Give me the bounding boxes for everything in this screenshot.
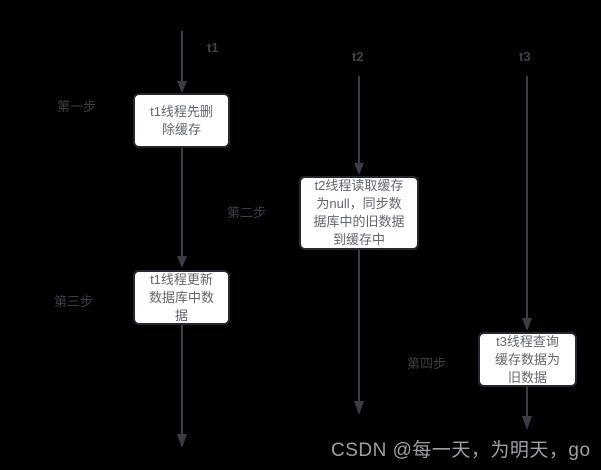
t2-arrowhead-1-icon — [354, 163, 364, 175]
flow-box-t2-read-cache-null: t2线程读取缓存 为null，同步数 据库中的旧数据 到缓存中 — [299, 176, 419, 250]
csdn-watermark-text: CSDN @每一天，为明天，go — [331, 440, 591, 461]
thread-label-t1: t1 — [207, 40, 219, 55]
flow-box-t3-query-old-data: t3线程查询 缓存数据为 旧数据 — [478, 332, 577, 387]
t3-arrowhead-2-icon — [522, 416, 532, 430]
step-label-4: 第四步 — [407, 356, 447, 371]
t1-arrowhead-2-icon — [177, 256, 187, 268]
thread-label-t2: t2 — [352, 49, 364, 64]
t2-arrowhead-2-icon — [354, 401, 364, 415]
thread-label-t3: t3 — [519, 49, 531, 64]
t3-arrowhead-1-icon — [522, 318, 532, 331]
flow-box-t1-delete-cache: t1线程先删 除缓存 — [133, 93, 230, 148]
flow-box-t1-update-db: t1线程更新 数据库中数 据 — [133, 270, 230, 325]
step-label-1: 第一步 — [57, 99, 97, 114]
step-label-2: 第二步 — [227, 205, 267, 220]
t1-arrowhead-1-icon — [177, 81, 187, 93]
t1-arrowhead-3-icon — [177, 434, 187, 448]
step-label-3: 第三步 — [54, 294, 94, 309]
